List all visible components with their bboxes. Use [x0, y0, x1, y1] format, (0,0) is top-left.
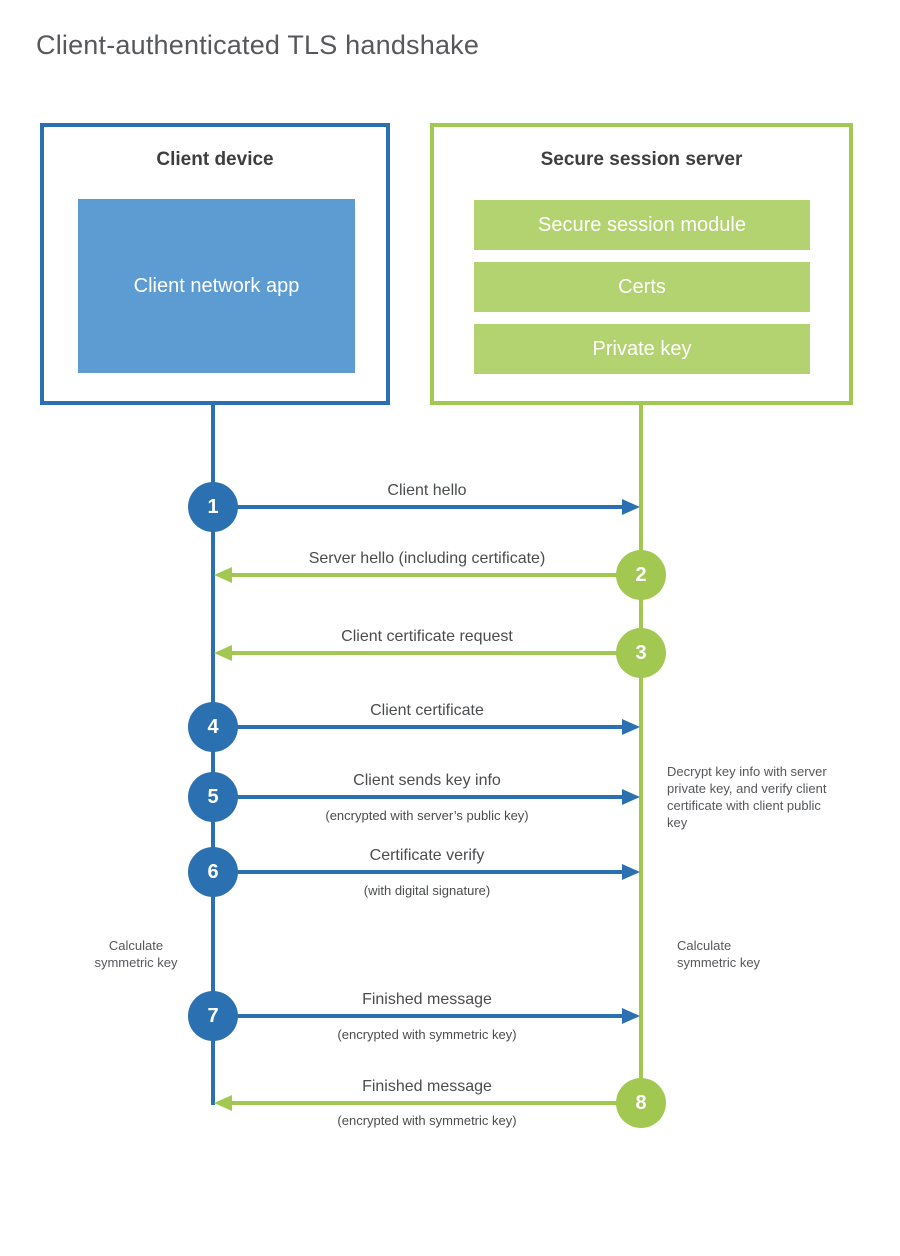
arrowhead-right-icon	[622, 1008, 640, 1024]
arrowhead-left-icon	[214, 567, 232, 583]
private-key-box: Private key	[474, 324, 810, 374]
message-label-step-1: Client hello	[387, 482, 467, 499]
arrow-shaft-step-2	[232, 573, 641, 577]
client-device-heading: Client device	[156, 149, 274, 170]
page-title: Client-authenticated TLS handshake	[36, 30, 480, 60]
secure-session-server-heading: Secure session server	[540, 149, 743, 170]
calculate-symmetric-key-note-server: Calculate symmetric key	[677, 938, 761, 970]
client-network-app-box: Client network app	[78, 199, 355, 373]
step-number-2: 2	[635, 563, 647, 586]
arrow-shaft-step-4	[213, 725, 622, 729]
arrow-shaft-step-3	[232, 651, 641, 655]
arrowhead-left-icon	[214, 1095, 232, 1111]
decrypt-key-info-note: Decrypt key info with server private key…	[667, 764, 827, 830]
step-circle-2: 2	[616, 550, 666, 600]
step-circle-5: 5	[188, 772, 238, 822]
message-sublabel-step-5: (encrypted with server’s public key)	[325, 808, 529, 823]
message-label-step-5: Client sends key info	[353, 772, 501, 789]
message-label-step-8: Finished message	[362, 1078, 492, 1095]
step-number-8: 8	[635, 1091, 647, 1114]
message-sublabel-step-8: (encrypted with symmetric key)	[337, 1113, 517, 1128]
step-circle-3: 3	[616, 628, 666, 678]
calculate-symmetric-key-note-client: Calculate symmetric key	[94, 938, 178, 970]
step-number-6: 6	[207, 860, 219, 883]
step-circle-8: 8	[616, 1078, 666, 1128]
client-network-app-label: Client network app	[133, 275, 300, 297]
secure-session-module-box: Secure session module	[474, 200, 810, 250]
arrowhead-right-icon	[622, 719, 640, 735]
step-circle-7: 7	[188, 991, 238, 1041]
server-lifeline	[639, 405, 643, 1127]
client-lifeline	[211, 405, 215, 1105]
arrowhead-right-icon	[622, 789, 640, 805]
arrow-shaft-step-1	[213, 505, 622, 509]
message-label-step-7: Finished message	[362, 991, 492, 1008]
message-sublabel-step-6: (with digital signature)	[363, 883, 491, 898]
message-label-step-6: Certificate verify	[369, 847, 485, 864]
arrow-shaft-step-7	[213, 1014, 622, 1018]
step-number-7: 7	[207, 1004, 219, 1027]
message-label-step-3: Client certificate request	[341, 628, 513, 645]
step-number-5: 5	[207, 785, 219, 808]
arrowhead-left-icon	[214, 645, 232, 661]
step-number-3: 3	[635, 641, 647, 664]
message-sublabel-step-7: (encrypted with symmetric key)	[337, 1027, 517, 1042]
certs-box: Certs	[474, 262, 810, 312]
arrow-shaft-step-6	[213, 870, 622, 874]
arrow-shaft-step-8	[232, 1101, 641, 1105]
step-circle-6: 6	[188, 847, 238, 897]
step-number-1: 1	[207, 495, 219, 518]
message-label-step-4: Client certificate	[370, 702, 484, 719]
step-number-4: 4	[207, 715, 219, 738]
arrow-shaft-step-5	[213, 795, 622, 799]
message-label-step-2: Server hello (including certificate)	[308, 550, 546, 567]
step-circle-1: 1	[188, 482, 238, 532]
step-circle-4: 4	[188, 702, 238, 752]
arrowhead-right-icon	[622, 499, 640, 515]
arrowhead-right-icon	[622, 864, 640, 880]
